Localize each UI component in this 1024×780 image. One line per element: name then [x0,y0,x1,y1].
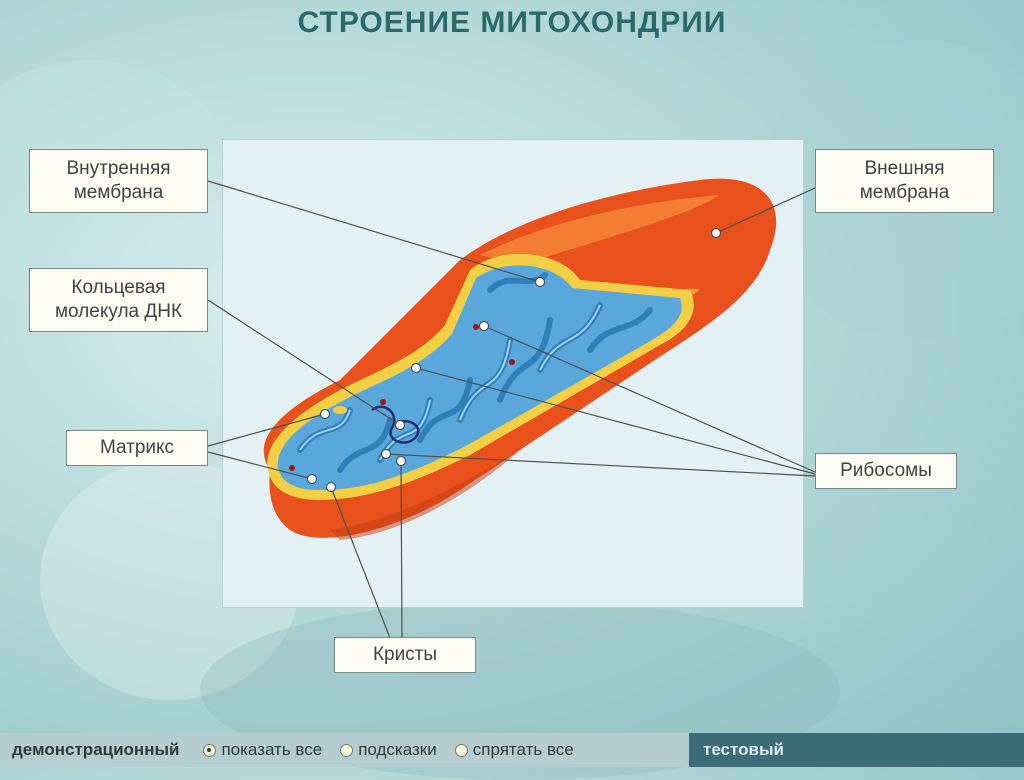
granule [333,406,347,414]
ribosome-dot [289,465,295,471]
label-text: Рибосомы [840,460,932,481]
label-dna[interactable]: Кольцевая молекула ДНК [29,268,208,332]
ribosome-dot [380,399,386,405]
marker-point [534,276,546,288]
leader-inner-membrane [207,180,541,283]
marker-point [410,362,422,374]
label-ribosomes[interactable]: Рибосомы [815,453,957,489]
leader-outer-membrane [715,187,816,234]
marker-point [395,455,407,467]
mode-test-tab[interactable]: тестовый [689,733,1024,767]
mode-demo-tab[interactable]: демонстрационный [12,740,180,759]
label-cristae[interactable]: Кристы [334,637,476,673]
leader-cristae-1 [330,486,391,639]
marker-point [319,408,331,420]
label-matrix[interactable]: Матрикс [66,430,208,466]
label-inner-membrane[interactable]: Внутренняя мембрана [29,149,208,213]
radio-selected-icon[interactable] [203,743,217,757]
mode-bar: демонстрационный показать все подсказки … [0,733,1024,767]
label-text: Матрикс [99,437,175,458]
outer-membrane-highlight [330,450,520,540]
marker-point [380,448,392,460]
label-text: мембрана [859,182,950,203]
page-title: СТРОЕНИЕ МИТОХОНДРИИ [297,6,727,39]
radio-icon[interactable] [340,743,354,757]
dna-molecule [371,405,420,444]
marker-point [325,481,337,493]
hide-all-option[interactable]: спрятать все [454,740,574,760]
label-text: молекула ДНК [54,301,183,322]
marker-point [478,320,490,332]
marker-point [710,227,722,239]
hints-option[interactable]: подсказки [340,740,437,760]
leader-ribosome-1 [483,325,816,473]
marker-point [306,473,318,485]
leader-matrix-1 [207,413,326,447]
leader-ribosome-2 [415,367,816,475]
hints-label: подсказки [358,740,437,759]
leader-ribosome-3 [385,453,816,477]
hide-all-label: спрятать все [472,740,574,759]
label-text: Кристы [372,644,438,665]
leader-dna [207,299,401,426]
leader-matrix-2 [207,451,313,480]
marker-point [394,419,406,431]
label-text: Кольцевая [71,277,166,298]
label-text: Внутренняя [66,158,171,179]
label-text: мембрана [73,182,164,203]
label-outer-membrane[interactable]: Внешняя мембрана [815,149,994,213]
show-all-label: показать все [221,740,323,759]
ribosome-dot [473,324,479,330]
label-text: Внешняя [864,158,945,179]
ribosome-dot [509,359,515,365]
outer-membrane-highlight [480,195,720,265]
show-all-option[interactable]: показать все [203,740,322,760]
leader-cristae-2 [400,460,403,639]
matrix-shape [277,265,682,490]
radio-icon[interactable] [454,743,468,757]
